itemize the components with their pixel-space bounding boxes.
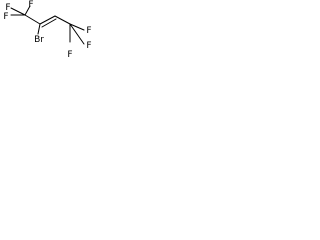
atom-label-f-upper: F (28, 0, 33, 10)
bond-c2-c3 (39, 15, 56, 25)
atom-label-br: Br (34, 35, 44, 45)
bond-c2-br (37, 23, 41, 35)
bond-c2-c3-double (41, 18, 57, 28)
bond-c4-f-right-mid (69, 23, 85, 45)
structure-diagram: F F F Br F F F (3, 0, 91, 60)
bond-c1-c2 (24, 14, 41, 25)
bond-c1-f-top-left (10, 7, 26, 16)
atom-label-f-right-top: F (86, 26, 91, 36)
atom-label-f-mid-left: F (3, 12, 8, 22)
atom-label-f-right-mid: F (86, 41, 91, 51)
bond-c1-f-upper (24, 5, 31, 16)
bond-c4-f-right-top (69, 23, 85, 31)
atom-label-f-right-bottom: F (67, 50, 72, 60)
atom-label-f-top-left: F (5, 3, 10, 13)
bond-c3-c4 (54, 15, 71, 25)
